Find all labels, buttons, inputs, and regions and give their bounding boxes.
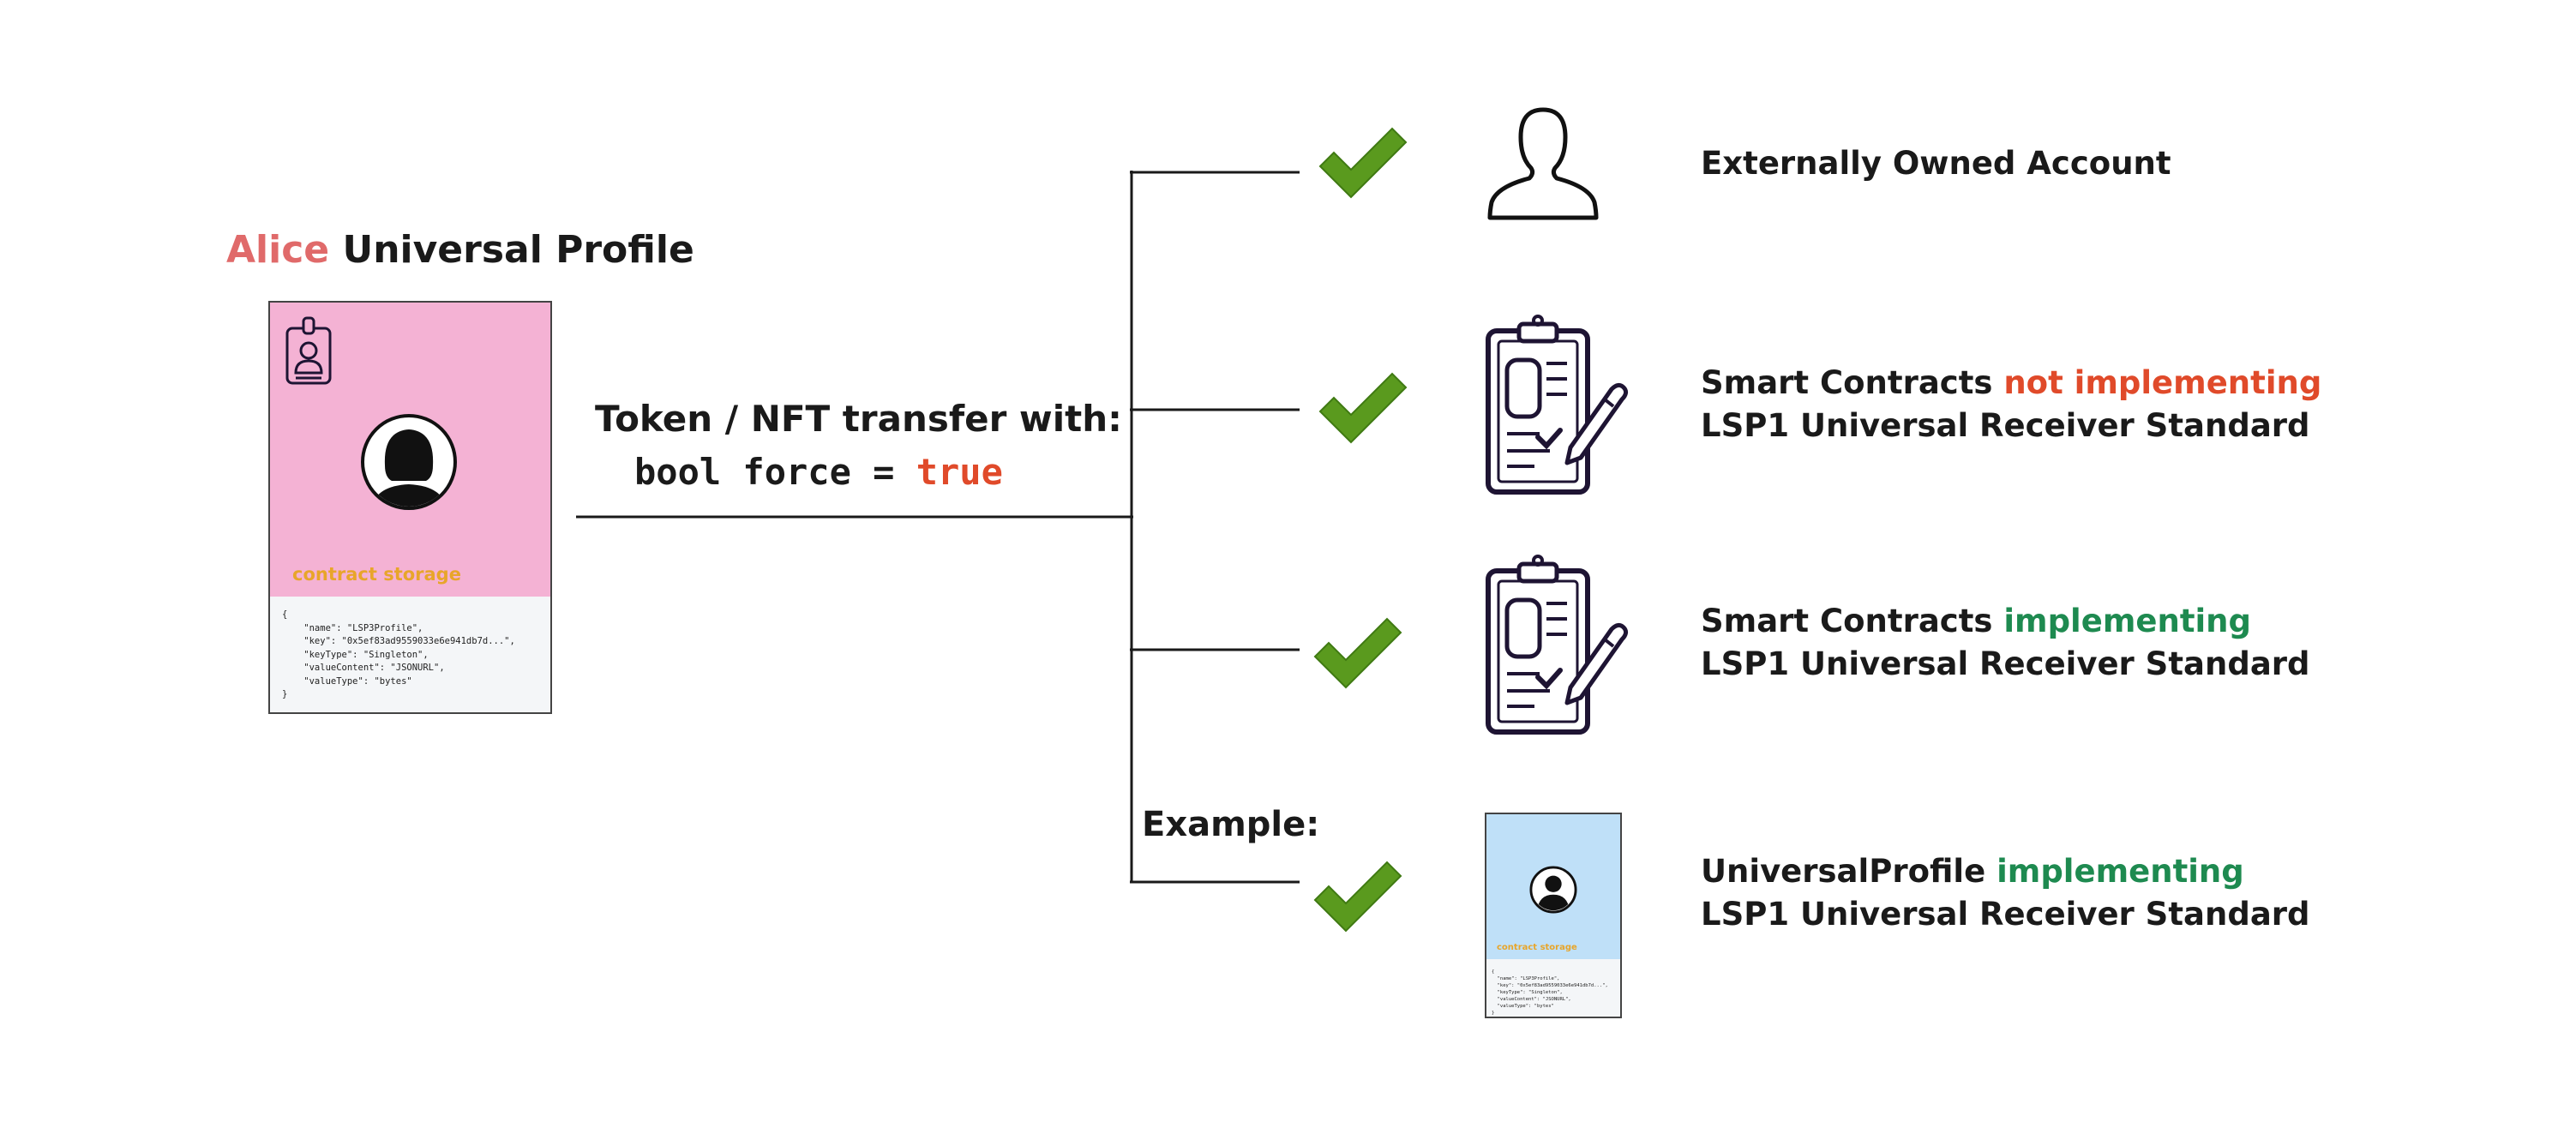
check-icon <box>1313 861 1402 933</box>
example-profile-card: contract storage { "name": "LSP3Profile"… <box>1485 813 1622 1018</box>
transfer-code-value: true <box>916 451 1003 493</box>
receiver-label-line1: Externally Owned Account <box>1701 145 2171 182</box>
receiver-label-eoa: Externally Owned Account <box>1701 142 2171 185</box>
check-icon <box>1318 127 1408 199</box>
example-label: Example: <box>1142 805 1320 844</box>
transfer-code: bool force = true <box>634 451 1003 493</box>
clipboard-contract-icon <box>1486 315 1629 495</box>
receiver-label-prefix: Smart Contracts <box>1701 603 2004 639</box>
alice-profile-card: contract storage { "name": "LSP3Profile"… <box>268 301 552 714</box>
transfer-code-prefix: bool force = <box>634 451 916 493</box>
storage-label: contract storage <box>292 564 461 585</box>
profile-owner-name: Alice <box>226 228 330 272</box>
avatar-icon <box>1529 866 1577 914</box>
receiver-label-line2: LSP1 Universal Receiver Standard <box>1701 896 2310 933</box>
receiver-label-prefix: UniversalProfile <box>1701 853 1997 890</box>
receiver-label-prefix: Smart Contracts <box>1701 364 2004 401</box>
storage-json: { "name": "LSP3Profile", "key": "0x5ef83… <box>282 609 515 699</box>
profile-card-top: contract storage <box>270 303 550 597</box>
storage-label: contract storage <box>1497 943 1577 952</box>
receiver-label-highlight: implementing <box>2003 603 2252 639</box>
storage-json: { "name": "LSP3Profile", "key": "0x5ef83… <box>1492 969 1608 1016</box>
avatar-icon <box>361 414 457 510</box>
receiver-label-line2: LSP1 Universal Receiver Standard <box>1701 645 2310 682</box>
person-silhouette-icon <box>1487 107 1599 220</box>
transfer-title: Token / NFT transfer with: <box>595 398 1122 440</box>
profile-title: Alice Universal Profile <box>226 228 694 272</box>
id-badge-icon <box>285 316 332 385</box>
receiver-label-highlight: implementing <box>1997 853 2244 890</box>
receiver-label-contract-impl: Smart Contracts implementing LSP1 Univer… <box>1701 600 2310 686</box>
check-icon <box>1318 372 1408 444</box>
receiver-label-contract-not-impl: Smart Contracts not implementing LSP1 Un… <box>1701 362 2321 447</box>
receiver-label-highlight: not implementing <box>2003 364 2322 401</box>
check-icon <box>1313 617 1402 689</box>
receiver-label-up-impl: UniversalProfile implementing LSP1 Unive… <box>1701 850 2310 936</box>
profile-title-rest: Universal Profile <box>342 228 694 272</box>
receiver-label-line2: LSP1 Universal Receiver Standard <box>1701 407 2310 444</box>
clipboard-contract-icon <box>1486 555 1629 735</box>
profile-card-top: contract storage <box>1486 814 1620 959</box>
